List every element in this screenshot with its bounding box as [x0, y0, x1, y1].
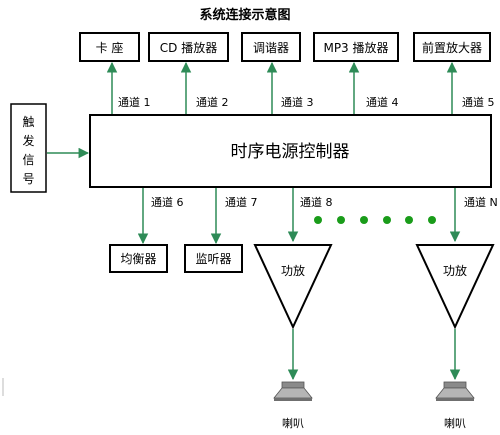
amplifier-1: 功放	[253, 244, 333, 330]
channel-label: 通道 7	[225, 195, 258, 209]
top-device-tuner: 调谐器	[241, 32, 301, 62]
top-device-label: 调谐器	[253, 41, 289, 55]
top-device-label: CD 播放器	[160, 40, 217, 55]
amplifier-n: 功放	[415, 244, 495, 330]
channel-label: 通道 8	[300, 195, 333, 209]
speaker-label: 喇叭	[444, 416, 466, 430]
trigger-char: 触	[22, 115, 34, 129]
trigger-char: 号	[22, 172, 34, 186]
bottom-device-label: 均衡器	[120, 252, 156, 266]
channel-label: 通道 1	[118, 95, 151, 109]
top-device-mp3-player: MP3 播放器	[313, 32, 399, 62]
channel-label: 通道 5	[462, 95, 495, 109]
speaker-n-icon	[435, 381, 475, 401]
trigger-char: 发	[22, 133, 34, 148]
trigger-signal-box: 触 发 信 号	[10, 103, 47, 193]
channel-label: 通道 3	[281, 95, 314, 109]
diagram-title: 系统连接示意图	[199, 7, 290, 23]
speaker-label: 喇叭	[282, 416, 304, 430]
bottom-device-label: 监听器	[195, 252, 231, 266]
top-device-label: 卡 座	[96, 40, 124, 55]
ellipsis-dots	[314, 216, 436, 224]
channel-label: 通道 6	[151, 195, 184, 209]
trigger-char: 信	[22, 153, 34, 167]
amplifier-label: 功放	[443, 263, 467, 278]
sequence-power-controller: 时序电源控制器	[89, 114, 492, 188]
bottom-device-monitor: 监听器	[184, 244, 243, 273]
top-device-label: 前置放大器	[422, 40, 482, 55]
channel-label: 通道 4	[366, 95, 399, 109]
top-device-label: MP3 播放器	[323, 40, 388, 55]
top-device-preamplifier: 前置放大器	[413, 32, 491, 62]
bottom-device-equalizer: 均衡器	[109, 244, 168, 273]
top-device-cassette: 卡 座	[79, 32, 140, 62]
channel-label: 通道 N	[464, 195, 498, 209]
controller-label: 时序电源控制器	[231, 142, 350, 162]
channel-label: 通道 2	[196, 95, 229, 109]
top-device-cd-player: CD 播放器	[148, 32, 229, 62]
speaker-1-icon	[273, 381, 313, 401]
amplifier-label: 功放	[281, 263, 305, 278]
